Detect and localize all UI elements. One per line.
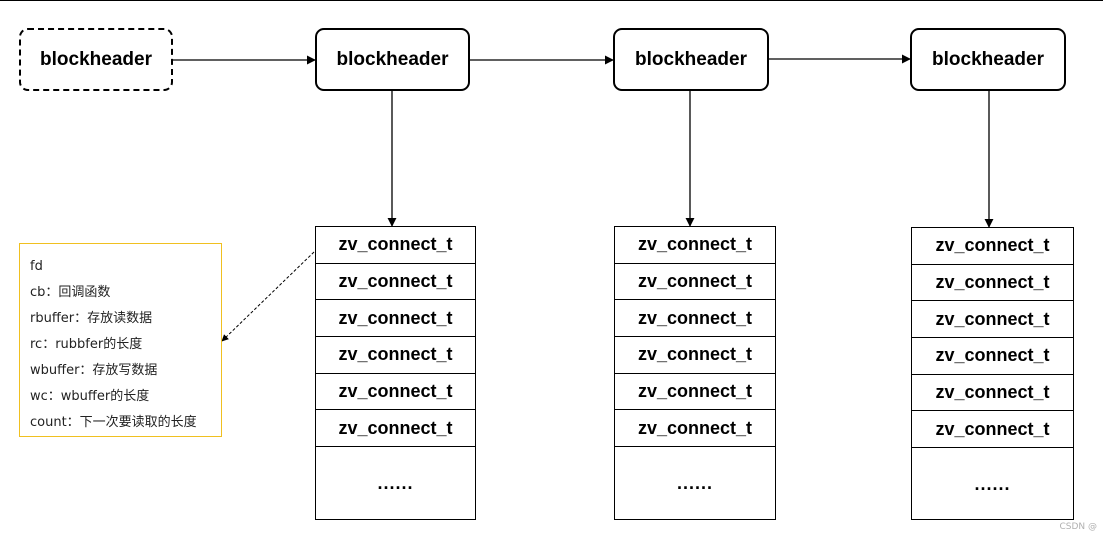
dashed-arrow-cell-to-info xyxy=(221,251,315,342)
connect-stack-3: zv_connect_t zv_connect_t zv_connect_t z… xyxy=(911,227,1074,520)
field-fd: fd xyxy=(30,259,43,274)
connect-cell: zv_connect_t xyxy=(912,265,1073,302)
head-blockheader: blockheader xyxy=(19,28,173,91)
watermark: CSDN @ xyxy=(1059,522,1097,532)
connect-cell: zv_connect_t xyxy=(615,410,775,448)
field-wc: wc：wbuffer的长度 xyxy=(30,389,150,404)
blockheader-2-label: blockheader xyxy=(635,48,747,70)
connect-cell: zv_connect_t xyxy=(912,375,1073,412)
connect-stack-1: zv_connect_t zv_connect_t zv_connect_t z… xyxy=(315,226,476,520)
connect-cell: zv_connect_t xyxy=(316,374,475,411)
connect-cell: zv_connect_t xyxy=(912,228,1073,265)
connect-cell: zv_connect_t xyxy=(615,264,775,301)
connect-cell: zv_connect_t xyxy=(912,338,1073,375)
connect-cell: zv_connect_t xyxy=(316,337,475,374)
field-count: count：下一次要读取的长度 xyxy=(30,415,197,430)
blockheader-1: blockheader xyxy=(315,28,470,91)
stack-ellipsis: ...... xyxy=(377,472,414,493)
connect-cell: zv_connect_t xyxy=(615,227,775,264)
connect-cell: zv_connect_t xyxy=(316,300,475,338)
connect-cell: zv_connect_t xyxy=(615,374,775,411)
stack-ellipsis: ...... xyxy=(974,473,1011,494)
connect-cell: zv_connect_t xyxy=(615,300,775,338)
top-border-line xyxy=(0,0,1103,1)
connect-cell: zv_connect_t xyxy=(316,227,475,264)
connect-cell: zv_connect_t xyxy=(316,264,475,301)
blockheader-1-label: blockheader xyxy=(336,48,449,70)
connect-cell: zv_connect_t xyxy=(912,301,1073,339)
blockheader-3-label: blockheader xyxy=(932,48,1044,70)
field-rbuffer: rbuffer：存放读数据 xyxy=(30,311,153,326)
field-description-box: fd cb：回调函数 rbuffer：存放读数据 rc：rubbfer的长度 w… xyxy=(19,243,222,437)
blockheader-3: blockheader xyxy=(910,28,1066,91)
field-cb: cb：回调函数 xyxy=(30,285,111,300)
connect-cell: zv_connect_t xyxy=(912,411,1073,449)
field-rc: rc：rubbfer的长度 xyxy=(30,337,143,352)
stack-ellipsis: ...... xyxy=(676,472,713,493)
head-blockheader-label: blockheader xyxy=(40,48,152,70)
connect-cell: zv_connect_t xyxy=(615,337,775,374)
connect-cell: zv_connect_t xyxy=(316,410,475,448)
connect-stack-2: zv_connect_t zv_connect_t zv_connect_t z… xyxy=(614,226,776,520)
field-wbuffer: wbuffer：存放写数据 xyxy=(30,363,158,378)
blockheader-2: blockheader xyxy=(613,28,769,91)
